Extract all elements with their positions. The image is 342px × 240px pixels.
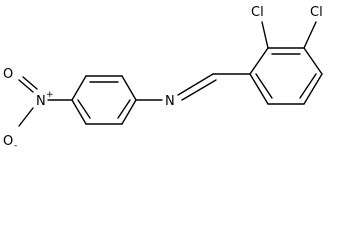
bond <box>249 47 269 75</box>
bond <box>303 21 317 49</box>
structure-canvas: N + O O - N Cl Cl <box>3 5 323 151</box>
bond <box>303 73 323 105</box>
bond <box>303 47 323 75</box>
molecule-drawing: N + O O - N Cl Cl <box>3 5 323 151</box>
chloro-substituents: Cl Cl <box>251 5 323 49</box>
bond <box>261 21 269 49</box>
bond <box>177 73 214 96</box>
dichlorophenyl-ring <box>249 47 323 105</box>
atom-label-cl-right: Cl <box>310 5 323 20</box>
atom-label-nitro-o-bottom: O <box>3 134 13 149</box>
bond <box>255 73 273 99</box>
nitrophenyl-ring <box>71 75 137 125</box>
bond <box>18 79 34 93</box>
bond <box>22 76 38 90</box>
atom-label-imine-n: N <box>165 94 175 109</box>
bond <box>71 75 87 101</box>
bond <box>18 107 34 127</box>
bond <box>249 73 269 105</box>
nitro-group: N + O O - <box>3 67 73 151</box>
bond <box>181 79 217 101</box>
imine-linkage: N <box>135 73 251 109</box>
bond <box>117 99 131 119</box>
atom-label-nitro-o-top: O <box>3 67 13 82</box>
atom-label-cl-left: Cl <box>251 5 264 20</box>
bond <box>121 75 137 101</box>
bond <box>77 99 91 119</box>
charge-label-plus: + <box>46 90 54 100</box>
atom-label-nitro-n: N <box>36 94 46 109</box>
bond <box>299 73 317 99</box>
charge-label-minus: - <box>14 141 17 151</box>
bond <box>121 99 137 125</box>
bond <box>71 99 87 125</box>
